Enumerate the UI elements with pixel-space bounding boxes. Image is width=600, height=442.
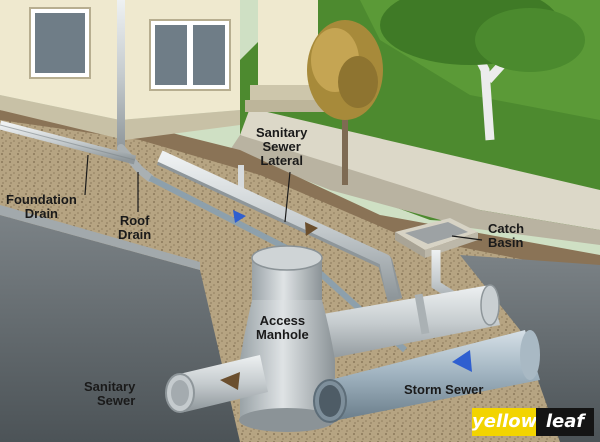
label-sanitary-sewer: Sanitary Sewer (84, 380, 135, 408)
logo-yellow-text: yellow (472, 408, 537, 436)
leader-lines (84, 154, 483, 241)
tree (307, 20, 383, 185)
label-lateral-line2: Sewer (262, 139, 301, 154)
lateral-flow-arrow (305, 222, 318, 236)
label-catch-basin-line1: Catch (488, 221, 525, 236)
label-access-manhole: Access Manhole (256, 314, 309, 342)
label-roof-drain-line2: Drain (118, 227, 152, 242)
sanitary-flow-arrow (220, 372, 240, 390)
label-lateral-line1: Sanitary (256, 125, 308, 140)
roof-drain-flow-arrow (233, 210, 246, 223)
label-roof-drain: Roof Drain (118, 214, 151, 242)
label-storm-sewer: Storm Sewer (404, 382, 484, 397)
label-foundation-drain: Foundation Drain (6, 193, 77, 221)
label-lateral-line3: Lateral (260, 153, 303, 168)
label-manhole-line1: Access (259, 313, 306, 328)
downspout (117, 0, 125, 150)
label-catch-basin-line2: Basin (488, 235, 524, 250)
storm-flow-arrow (452, 350, 472, 372)
road-edge (0, 205, 200, 270)
label-catch-basin: Catch Basin (488, 222, 524, 250)
cleanout (238, 165, 244, 190)
label-roof-drain-line1: Roof (119, 213, 150, 228)
sanitary-lateral-pipe (157, 150, 399, 300)
yellowleaf-logo[interactable]: yellow leaf (472, 408, 594, 436)
label-manhole-line2: Manhole (256, 327, 309, 342)
logo-leaf-text: leaf (536, 408, 594, 436)
sanitary-main-pipe (300, 284, 500, 362)
storm-sewer-pipe (313, 330, 540, 423)
sanitary-sewer-pipe (165, 355, 268, 413)
label-sanitary-sewer-line2: Sewer (97, 393, 136, 408)
curb (230, 135, 600, 245)
label-foundation-drain-line2: Drain (24, 206, 58, 221)
sidewalk (240, 108, 600, 230)
label-sanitary-sewer-lateral: Sanitary Sewer Lateral (256, 126, 307, 168)
label-sanitary-sewer-line1: Sanitary (84, 379, 136, 394)
tree-back (380, 0, 585, 141)
label-foundation-drain-line1: Foundation (6, 192, 77, 207)
